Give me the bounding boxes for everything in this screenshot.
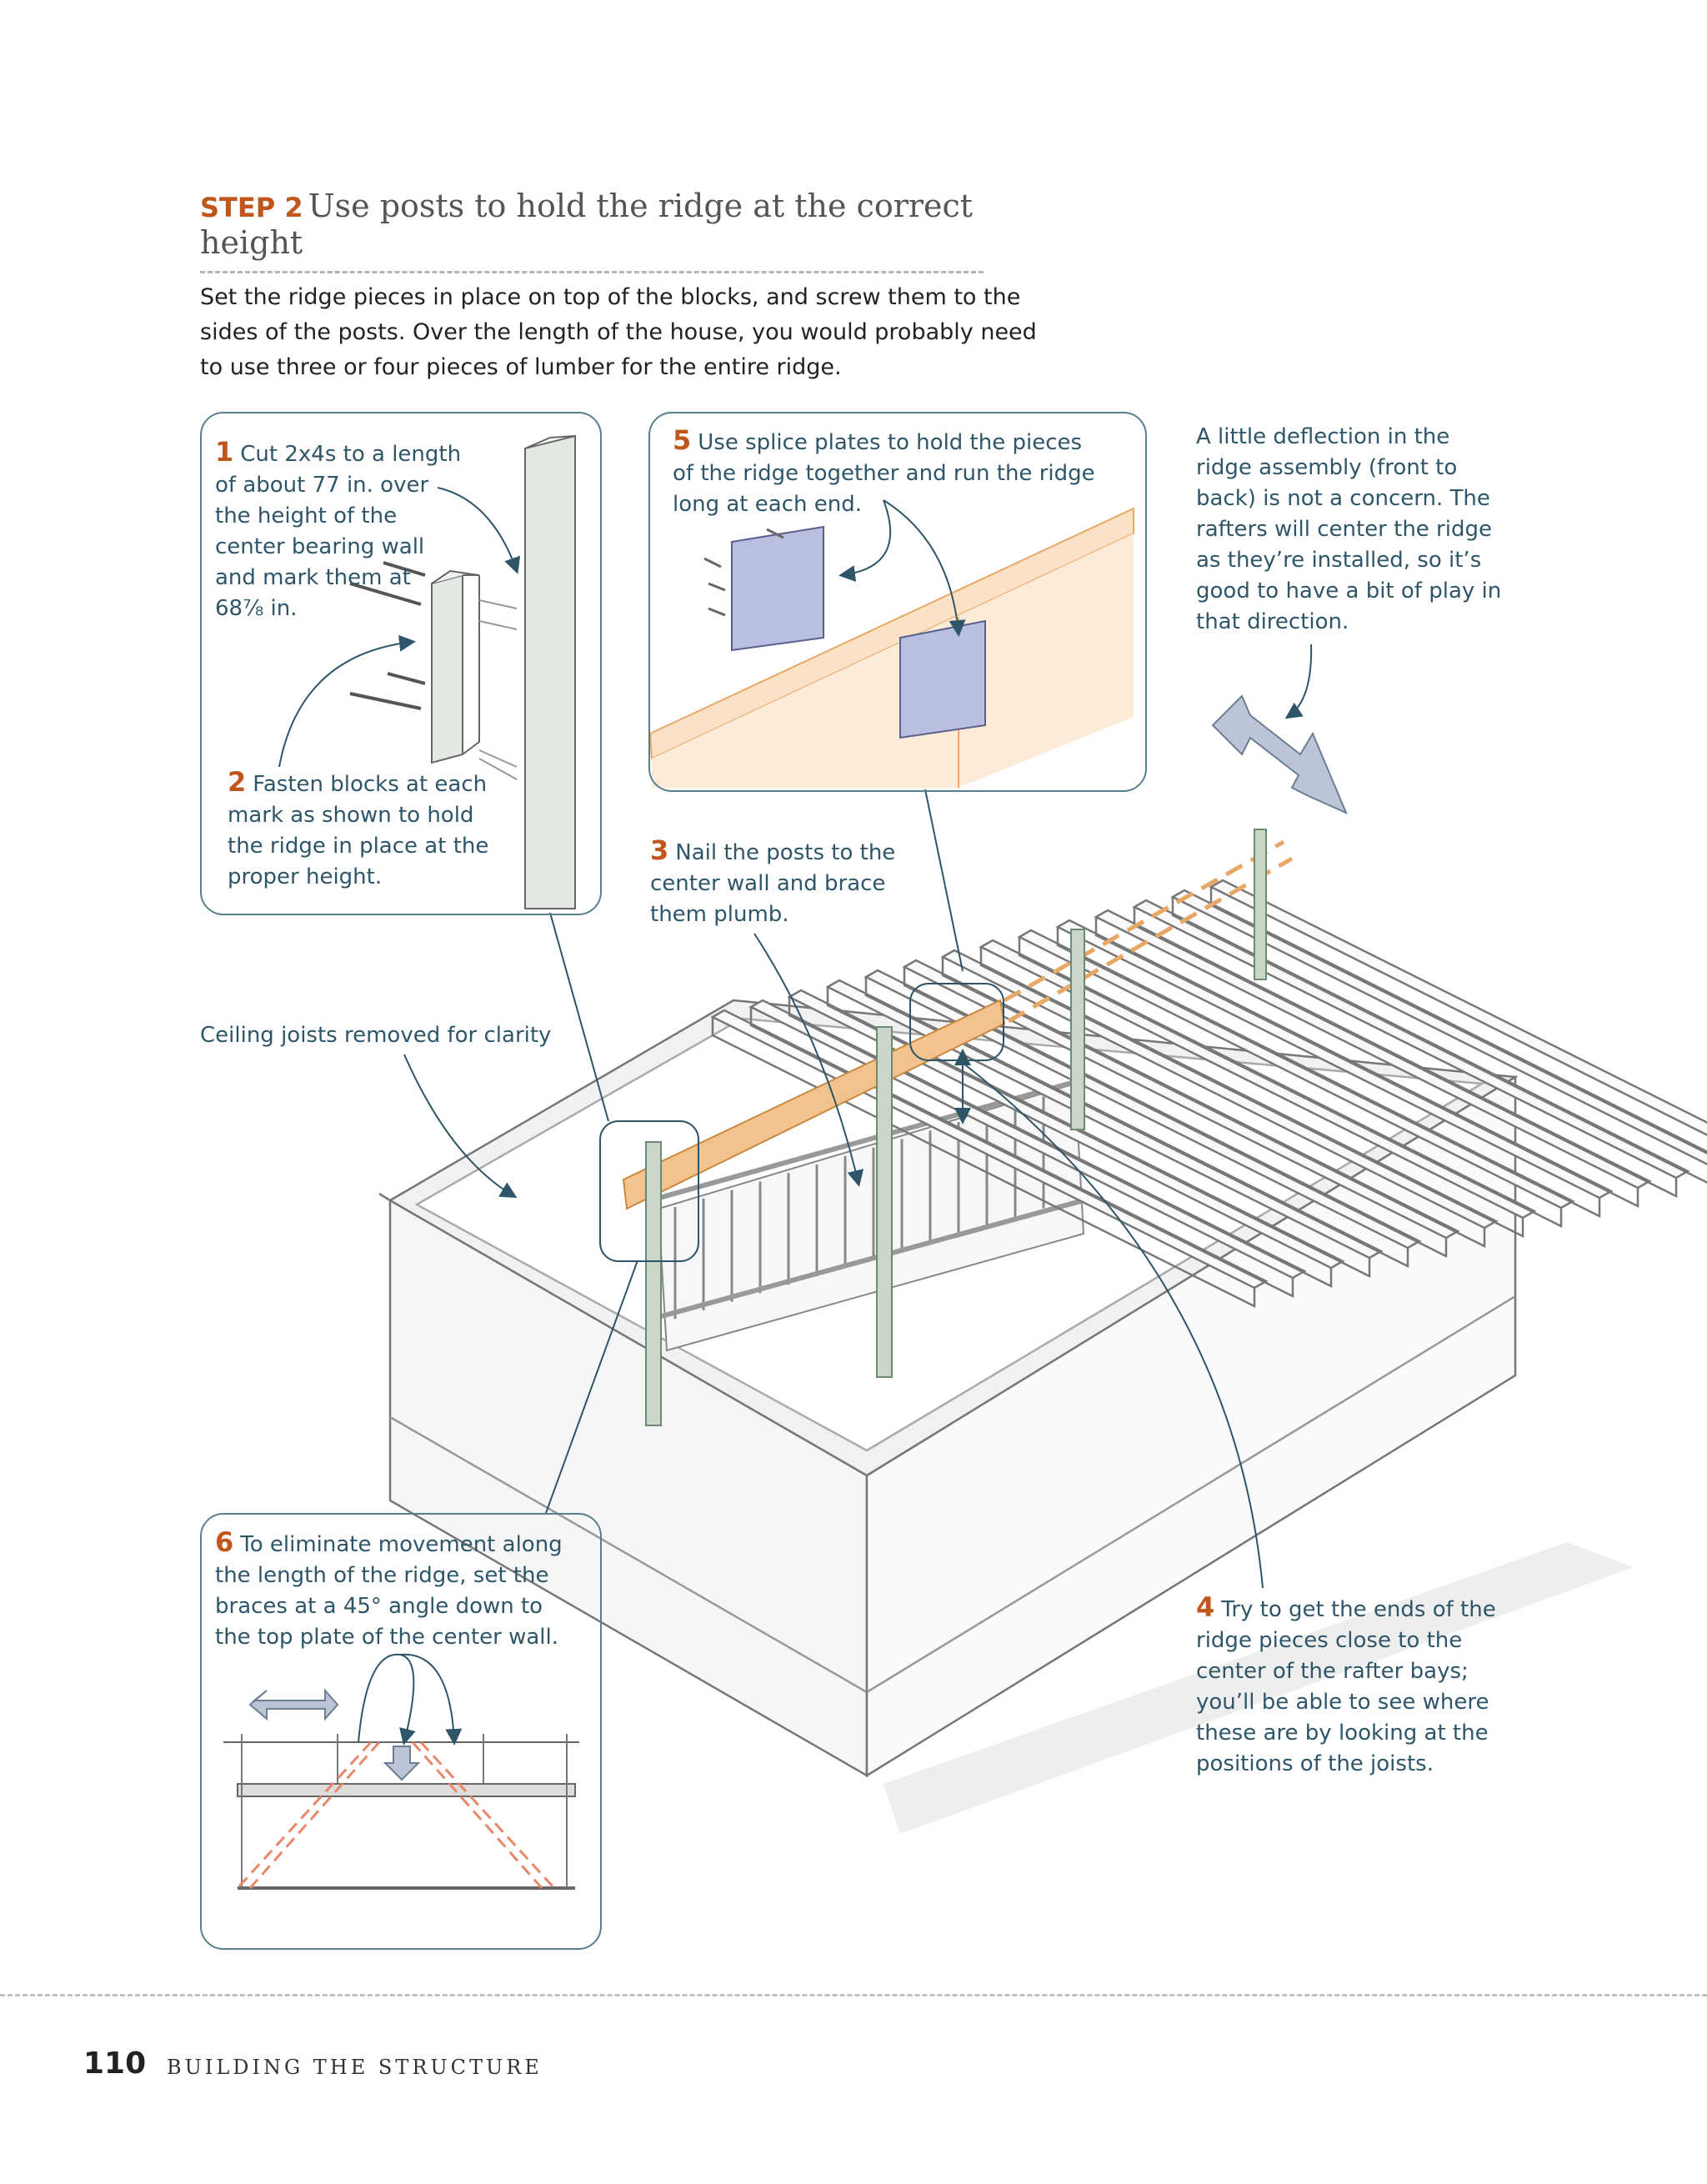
callout-5-number: 5 bbox=[673, 424, 692, 456]
joist bbox=[1017, 929, 1575, 1210]
joist-side bbox=[979, 947, 1524, 1239]
inset-box-splice bbox=[648, 412, 1147, 792]
ceiling-note: Ceiling joists removed for clarity bbox=[200, 1023, 552, 1048]
posts bbox=[645, 829, 1267, 1426]
page-number: 110 bbox=[83, 2046, 147, 2081]
highlight-post-box bbox=[599, 1120, 699, 1262]
joist-side bbox=[1094, 917, 1639, 1209]
callout-4-number: 4 bbox=[1196, 1591, 1215, 1623]
joist-side bbox=[1056, 927, 1601, 1219]
joist bbox=[1170, 889, 1707, 1165]
inset-box-brace bbox=[200, 1513, 602, 1950]
deflection-note: A little deflection in the ridge assembl… bbox=[1196, 424, 1502, 634]
splice-detail-drawing bbox=[648, 507, 1134, 788]
callout-2-text: Fasten blocks at each mark as shown to h… bbox=[228, 772, 489, 889]
callout-5-text: Use splice plates to hold the pieces of … bbox=[673, 430, 1095, 517]
footer-rule bbox=[0, 1994, 1707, 1996]
callout-3-number: 3 bbox=[650, 834, 669, 866]
joist bbox=[1055, 919, 1614, 1200]
leader-lines bbox=[278, 487, 1313, 1746]
step-label: STEP 2 bbox=[200, 192, 303, 223]
callout-2-number: 2 bbox=[228, 766, 247, 798]
callout-1-number: 1 bbox=[215, 436, 234, 468]
callout-4-text: Try to get the ends of the ridge pieces … bbox=[1196, 1597, 1496, 1776]
intro-paragraph: Set the ridge pieces in place on top of … bbox=[200, 284, 1037, 380]
joist bbox=[1094, 909, 1652, 1190]
joist-side bbox=[1171, 897, 1707, 1184]
joist-side bbox=[711, 1017, 1256, 1309]
joist-side bbox=[903, 967, 1448, 1259]
brace-detail-drawing bbox=[223, 1688, 579, 1890]
inset-box-post bbox=[200, 412, 602, 915]
highlight-splice-box bbox=[909, 983, 1004, 1061]
joist-side bbox=[941, 957, 1486, 1249]
joist bbox=[979, 939, 1537, 1220]
running-footer: BUILDING THE STRUCTURE bbox=[167, 2056, 543, 2079]
joist-side bbox=[826, 987, 1371, 1279]
joist bbox=[1209, 879, 1707, 1136]
ceiling-joists bbox=[710, 879, 1707, 1309]
callout-6-text: To eliminate movement along the length o… bbox=[215, 1532, 563, 1650]
joist bbox=[902, 959, 1460, 1240]
joist-side bbox=[749, 1007, 1294, 1299]
joist-side bbox=[864, 977, 1409, 1269]
step-title: Use posts to hold the ridge at the corre… bbox=[200, 188, 974, 261]
joist-side bbox=[1209, 887, 1707, 1155]
joist-side bbox=[1133, 907, 1678, 1199]
joist bbox=[1132, 899, 1690, 1180]
callout-3-text: Nail the posts to the center wall and br… bbox=[650, 840, 896, 927]
callout-6-number: 6 bbox=[215, 1526, 234, 1558]
joist-side bbox=[1018, 937, 1563, 1229]
callout-1-text: Cut 2x4s to a length of about 77 in. ove… bbox=[215, 442, 462, 621]
deflection-arrow bbox=[1211, 694, 1348, 814]
post-detail-drawing bbox=[349, 434, 576, 909]
